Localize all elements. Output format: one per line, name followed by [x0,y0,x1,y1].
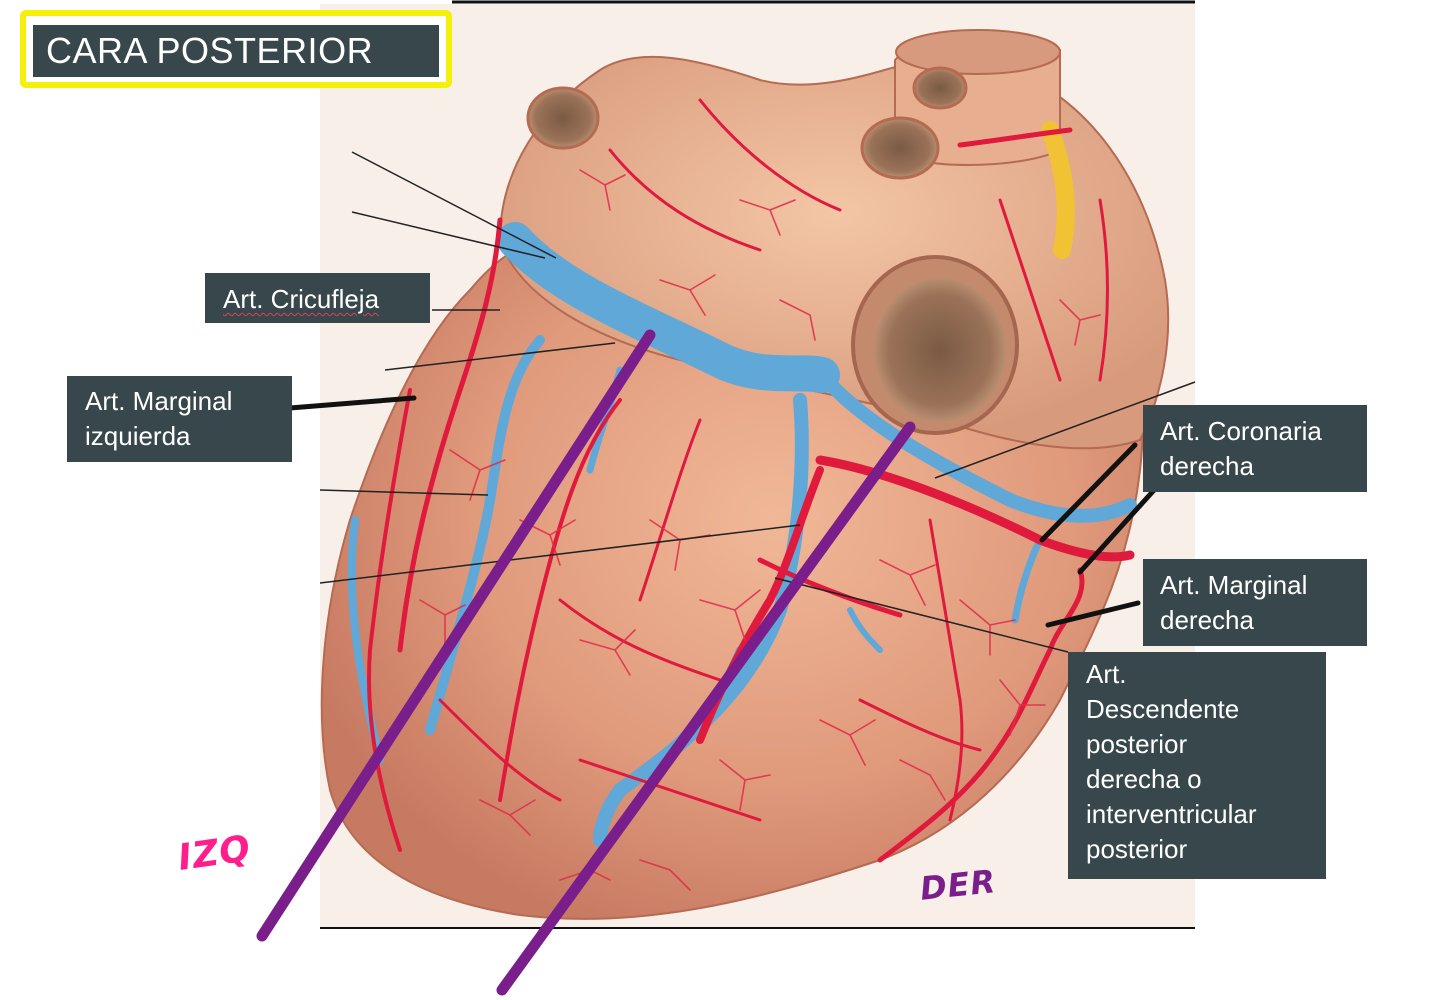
label-right-marginal-artery: Art. Marginal derecha [1143,559,1367,646]
ivc-opening [874,278,1006,422]
label-circumflex-artery: Art. Cricufleja [205,273,430,323]
page-title: CARA POSTERIOR [33,25,439,77]
label-posterior-descending-artery: Art. Descendente posterior derecha o int… [1068,652,1326,879]
label-circumflex-text: Art. Cricufleja [223,284,380,314]
label-pda-line3: posterior [1086,729,1188,759]
handwritten-marker-lines [256,329,916,996]
label-pda-line6: posterior [1086,834,1188,864]
label-pda-line4: derecha o [1086,764,1202,794]
coronary-arteriole-network [419,169,1101,891]
pulmonary-vein-opening-3 [912,66,968,110]
pointer-lines [287,395,1168,628]
sinoatrial-fat [1041,121,1075,259]
marker-line-left [256,329,656,942]
marker-line-right [496,421,916,996]
pulmonary-vein-opening-1 [526,86,600,150]
label-left-marginal-line1: Art. Marginal [85,386,233,416]
label-left-marginal-artery: Art. Marginal izquierda [67,376,292,462]
label-right-coronary-line2: derecha [1160,451,1254,481]
annotation-right-side: DER [918,862,998,908]
label-right-marginal-line1: Art. Marginal [1160,570,1308,600]
label-left-marginal-line2: izquierda [85,421,191,451]
label-pda-line1: Art. [1086,659,1127,689]
label-pda-line2: Descendente [1086,694,1240,724]
label-right-coronary-line1: Art. Coronaria [1160,416,1322,446]
pulmonary-vein-opening-2 [860,116,940,180]
label-right-coronary-artery: Art. Coronaria derecha [1143,405,1367,492]
svc-opening [895,29,1061,75]
label-pda-line5: interventricular [1086,799,1257,829]
label-right-marginal-line2: derecha [1160,605,1254,635]
coronary-arteries [367,98,1135,863]
leader-lines [319,151,1196,653]
